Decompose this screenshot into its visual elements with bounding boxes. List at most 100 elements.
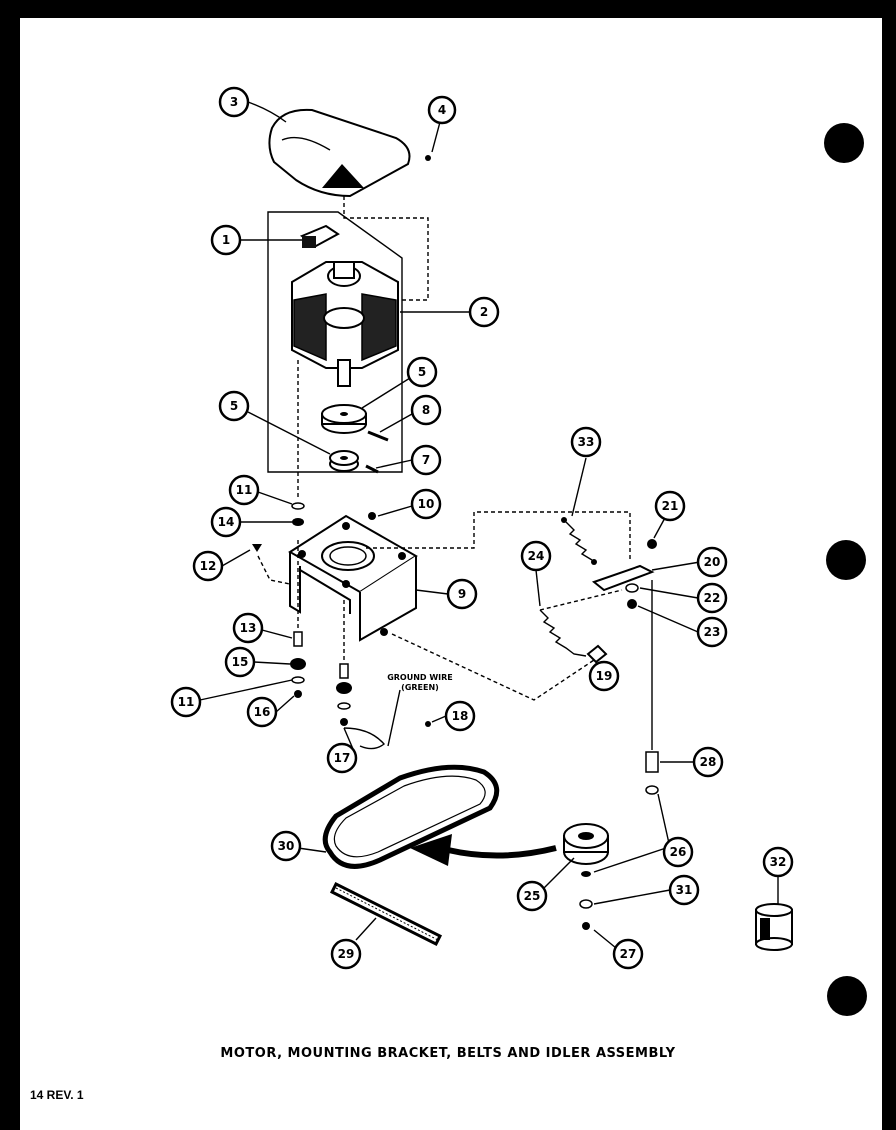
callout-27: 27 xyxy=(612,938,644,970)
callout-11-bottom: 11 xyxy=(170,686,202,718)
ground-wire-color-label: (GREEN) xyxy=(401,683,439,692)
svg-text:18: 18 xyxy=(452,709,469,723)
spring-24 xyxy=(539,609,587,657)
washer-11-bottom xyxy=(291,676,305,684)
svg-text:30: 30 xyxy=(278,839,295,853)
svg-text:21: 21 xyxy=(662,499,679,513)
idler-arm-20 xyxy=(591,564,655,592)
lubricant-can-32 xyxy=(755,903,793,951)
svg-text:15: 15 xyxy=(232,655,249,669)
idler-pulley-25 xyxy=(563,823,609,865)
svg-text:4: 4 xyxy=(438,103,446,117)
svg-text:24: 24 xyxy=(528,549,545,563)
leader-lines xyxy=(199,101,779,949)
grommet-15 xyxy=(290,658,306,670)
grommet-14 xyxy=(292,518,304,526)
callout-33: 33 xyxy=(570,426,602,458)
callout-11-top: 11 xyxy=(228,474,260,506)
motor-body xyxy=(291,261,399,387)
motor-pulley-large xyxy=(321,404,367,434)
callout-19: 19 xyxy=(588,660,620,692)
callout-5: 5 xyxy=(218,390,250,422)
svg-text:3: 3 xyxy=(230,95,238,109)
idler-pivot-19 xyxy=(586,644,608,664)
nut-23 xyxy=(627,599,637,609)
diagram-title: MOTOR, MOUNTING BRACKET, BELTS AND IDLER… xyxy=(220,1046,676,1061)
spacer-13 xyxy=(293,631,303,647)
callout-18: 18 xyxy=(444,700,476,732)
svg-text:11: 11 xyxy=(178,695,195,709)
svg-text:11: 11 xyxy=(236,483,253,497)
cover-guide-line xyxy=(343,196,429,301)
grommet-center xyxy=(336,682,352,694)
nut-27 xyxy=(582,922,590,930)
idler-guide-top xyxy=(366,511,631,560)
belt-routing-arrowhead xyxy=(410,834,452,866)
svg-text:10: 10 xyxy=(418,497,435,511)
callout-4: 4 xyxy=(427,95,457,125)
ground-wire-leader xyxy=(387,689,401,747)
callout-16: 16 xyxy=(246,696,278,728)
svg-text:20: 20 xyxy=(704,555,721,569)
drive-belt-30 xyxy=(322,764,500,869)
screw-18 xyxy=(425,721,431,727)
callout-15: 15 xyxy=(224,646,256,678)
callout-22: 22 xyxy=(696,582,728,614)
callout-1: 1 xyxy=(210,224,242,256)
svg-text:2: 2 xyxy=(480,305,488,319)
ground-wire-label: GROUND WIRE xyxy=(387,673,453,682)
svg-text:9: 9 xyxy=(458,587,466,601)
svg-text:19: 19 xyxy=(596,669,613,683)
washer-center xyxy=(337,702,351,710)
callout-13: 13 xyxy=(232,612,264,644)
set-screw xyxy=(365,464,379,474)
callout-21: 21 xyxy=(654,490,686,522)
ground-wire xyxy=(343,727,386,750)
svg-text:5: 5 xyxy=(230,399,238,413)
callout-2: 2 xyxy=(468,296,500,328)
spring-33 xyxy=(561,517,597,565)
svg-text:27: 27 xyxy=(620,947,637,961)
screw-12-guide xyxy=(257,555,291,585)
svg-text:23: 23 xyxy=(704,625,721,639)
callout-7: 7 xyxy=(410,444,442,476)
washer-26 xyxy=(645,785,659,795)
cover-screw xyxy=(425,155,431,161)
svg-text:29: 29 xyxy=(338,947,355,961)
motor-cover xyxy=(268,108,411,198)
callout-26: 26 xyxy=(662,836,694,868)
pulley-key xyxy=(367,430,389,442)
spacer-center xyxy=(339,663,349,679)
callout-10: 10 xyxy=(410,488,442,520)
mounting-bracket xyxy=(288,514,418,642)
page-number: 14 REV. 1 xyxy=(30,1088,84,1102)
callout-29: 29 xyxy=(330,938,362,970)
idler-guide-bottom xyxy=(391,633,595,701)
spring-24-guide xyxy=(539,589,623,611)
washer-31 xyxy=(579,899,593,909)
binder-hole-bottom xyxy=(827,976,867,1016)
motor-enclosure-outline xyxy=(267,211,403,473)
svg-text:7: 7 xyxy=(422,453,430,467)
nut-16 xyxy=(294,690,302,698)
callout-28: 28 xyxy=(692,746,724,778)
overload-protector xyxy=(299,224,340,248)
svg-text:33: 33 xyxy=(578,435,595,449)
callout-23: 23 xyxy=(696,616,728,648)
svg-text:8: 8 xyxy=(422,403,430,417)
diagram-sheet xyxy=(20,18,882,1130)
svg-text:26: 26 xyxy=(670,845,687,859)
belt-routing-arrow xyxy=(447,845,557,859)
pump-belt-29 xyxy=(329,881,443,947)
callout-30: 30 xyxy=(270,830,302,862)
svg-text:14: 14 xyxy=(218,515,235,529)
callout-3: 3 xyxy=(218,86,250,118)
svg-text:31: 31 xyxy=(676,883,693,897)
svg-text:32: 32 xyxy=(770,855,787,869)
callout-9: 9 xyxy=(446,578,478,610)
svg-text:16: 16 xyxy=(254,705,271,719)
washer-26b xyxy=(581,871,591,877)
callout-20: 20 xyxy=(696,546,728,578)
